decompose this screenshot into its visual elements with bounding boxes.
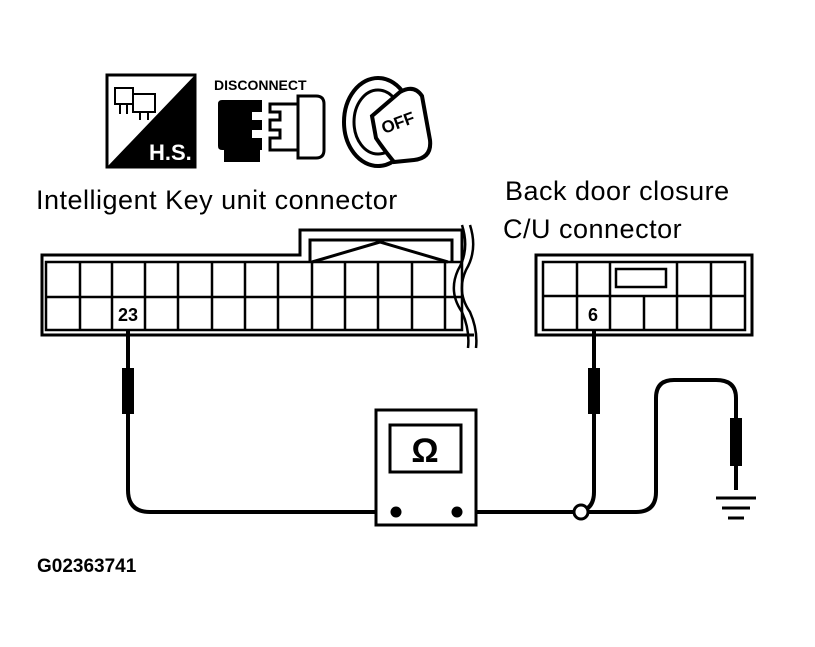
wire-junction	[572, 503, 590, 521]
meter-terminal-left	[390, 506, 402, 518]
left-probe-tip	[122, 368, 134, 414]
ignition-off-icon: OFF	[342, 76, 433, 168]
right-probe-tip	[588, 368, 600, 414]
right-connector-title-line2: C/U connector	[503, 214, 682, 244]
ground-icon	[716, 496, 756, 520]
meter-terminal-right	[451, 506, 463, 518]
ohmmeter: Ω	[374, 408, 478, 527]
disconnect-icon: DISCONNECT	[214, 77, 326, 162]
harness-icon: H.S.	[105, 73, 197, 169]
right-pin-label: 6	[588, 305, 598, 325]
harness-label: H.S.	[149, 140, 192, 165]
back-door-closure-connector	[534, 253, 754, 337]
disconnect-label: DISCONNECT	[214, 77, 307, 93]
wire-right	[457, 330, 738, 514]
right-connector-title-line1: Back door closure	[505, 176, 730, 206]
ground-probe-tip	[730, 418, 742, 466]
ohm-symbol: Ω	[411, 432, 438, 470]
wire-left	[126, 330, 396, 514]
intelligent-key-unit-connector	[40, 224, 478, 349]
figure-code: G02363741	[37, 556, 137, 577]
left-pin-label: 23	[118, 305, 138, 325]
left-connector-title: Intelligent Key unit connector	[36, 185, 398, 215]
